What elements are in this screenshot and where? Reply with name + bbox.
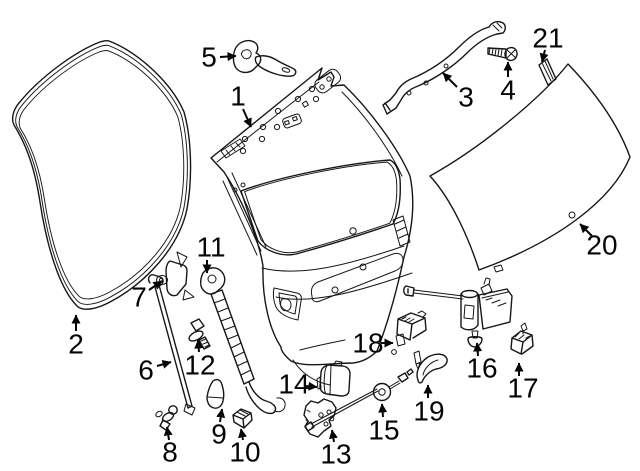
part-20-arrow (579, 223, 593, 237)
part-10-label[interactable]: 10 (229, 437, 260, 468)
part-14-lock-unit-drawing (316, 360, 351, 397)
part-8-ball-stud-drawing (155, 405, 178, 431)
part-11-label[interactable]: 11 (196, 232, 225, 263)
part-4-label[interactable]: 4 (500, 75, 516, 106)
part-9-cap-drawing (206, 378, 225, 409)
part-10-arrow (238, 428, 247, 441)
part-13-arrow (328, 429, 338, 443)
part-1-label[interactable]: 1 (230, 81, 246, 112)
part-9-arrow (216, 408, 226, 423)
part-8-arrow (163, 426, 173, 441)
part-14-arrow (304, 381, 318, 391)
part-12-label[interactable]: 12 (184, 350, 215, 381)
part-19-label[interactable]: 19 (413, 396, 444, 427)
part-2-label[interactable]: 2 (68, 329, 84, 360)
part-3-arrow (442, 72, 458, 88)
part-2-weatherstrip-seal-drawing (11, 39, 192, 310)
part-6-arrow (156, 360, 172, 369)
part-17-label[interactable]: 17 (507, 373, 538, 404)
part-15-label[interactable]: 15 (368, 415, 399, 446)
part-21-label[interactable]: 21 (532, 23, 563, 54)
part-3-label[interactable]: 3 (458, 82, 474, 113)
part-17-switch-drawing (510, 322, 534, 355)
part-10-clip-nut-drawing (232, 408, 253, 429)
part-16-latch-assembly-drawing (403, 277, 513, 348)
part-4-screw-drawing (487, 46, 518, 62)
part-15-arrow (378, 403, 388, 418)
part-1-arrow (242, 108, 252, 128)
part-16-arrow (473, 342, 483, 357)
part-5-arrow (219, 52, 237, 62)
part-9-label[interactable]: 9 (211, 419, 227, 450)
part-8-label[interactable]: 8 (162, 437, 178, 468)
part-7-label[interactable]: 7 (131, 282, 147, 313)
part-14-label[interactable]: 14 (278, 369, 309, 400)
part-18-label[interactable]: 18 (352, 328, 383, 359)
part-5-hinge-drawing (232, 39, 297, 77)
part-20-rear-glass-drawing (429, 63, 631, 273)
part-16-label[interactable]: 16 (466, 353, 497, 384)
part-20-label[interactable]: 20 (586, 230, 617, 261)
part-13-label[interactable]: 13 (320, 439, 351, 470)
part-15-release-cable-drawing (304, 368, 414, 432)
part-3-upper-bracket-drawing (382, 20, 506, 115)
part-19-pull-handle-drawing (413, 350, 448, 384)
part-18-actuator-drawing (395, 310, 427, 347)
part-7-arrow (148, 280, 163, 291)
part-1-liftgate-panel-drawing (210, 67, 414, 386)
part-21-arrow (539, 49, 549, 63)
part-5-label[interactable]: 5 (201, 42, 217, 73)
part-6-label[interactable]: 6 (138, 355, 154, 386)
part-12-arrow (194, 339, 204, 353)
part-11-gas-spring-drawing (199, 267, 286, 415)
